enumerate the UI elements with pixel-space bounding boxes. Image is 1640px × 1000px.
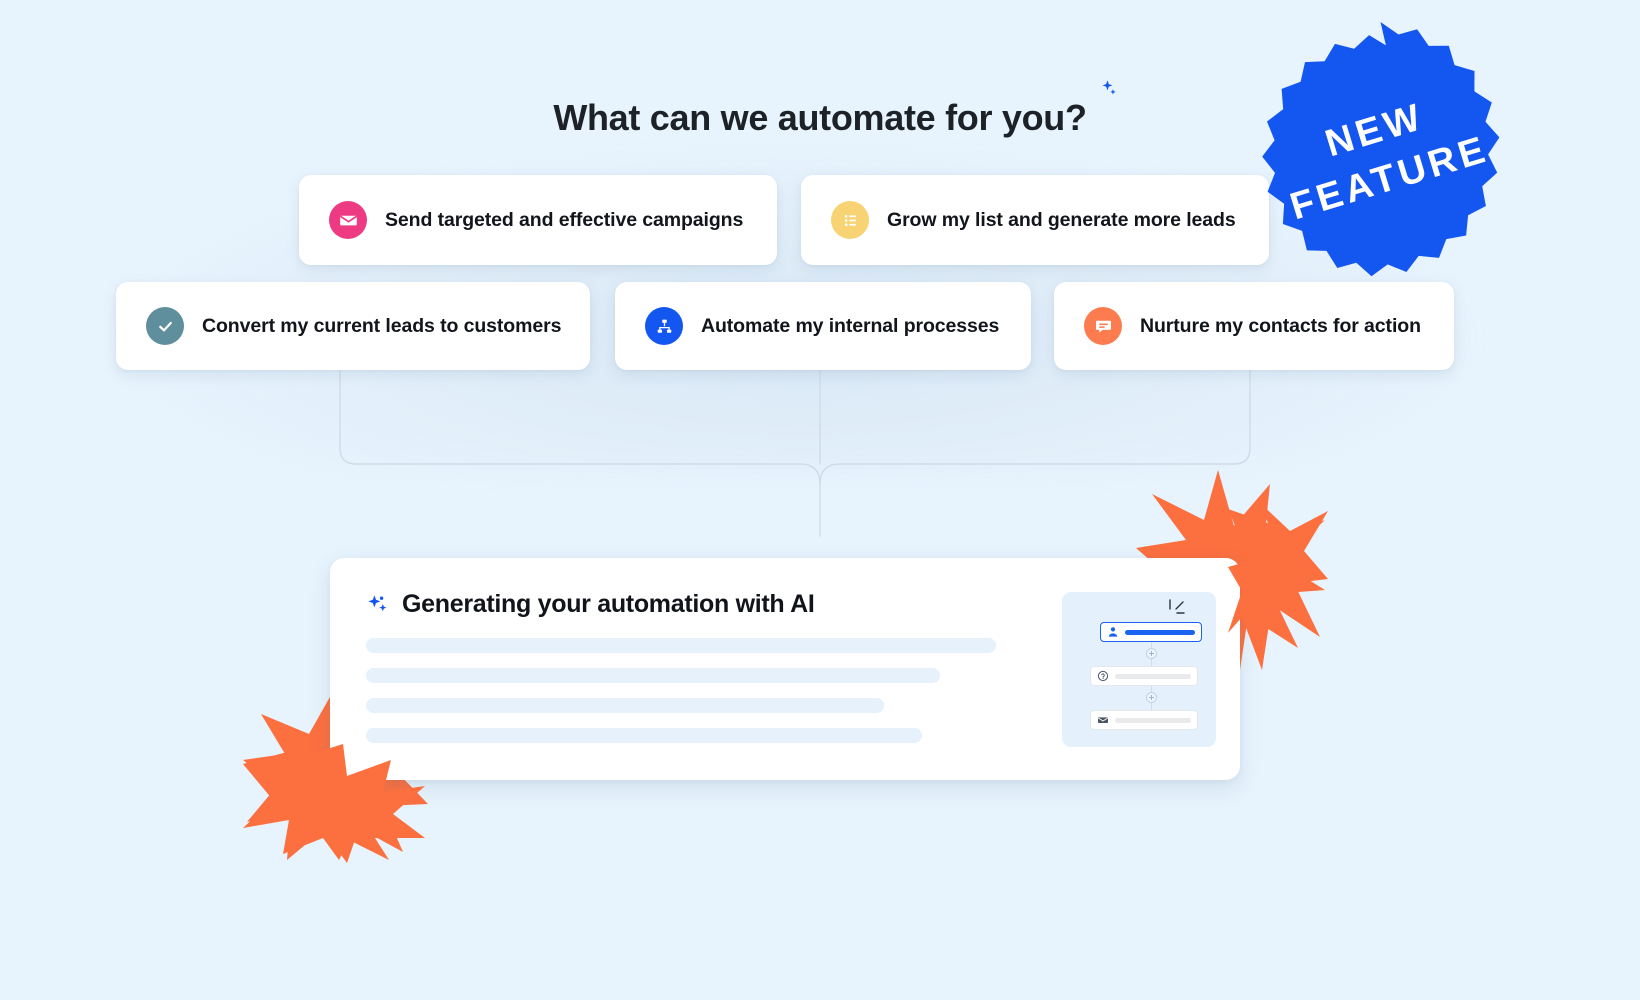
- sitemap-icon: [645, 307, 683, 345]
- workflow-preview-panel: [1062, 592, 1216, 747]
- skeleton-bar: [366, 728, 922, 743]
- page-title-text: What can we automate for you?: [553, 97, 1087, 138]
- page-title-container: What can we automate for you?: [0, 80, 1640, 138]
- workflow-node-condition[interactable]: [1090, 666, 1198, 686]
- plus-circle-icon[interactable]: [1145, 648, 1157, 659]
- workflow-node-bar: [1115, 673, 1191, 679]
- skeleton-loader: [366, 638, 996, 758]
- plus-circle-icon[interactable]: [1145, 692, 1157, 703]
- page-title: What can we automate for you?: [553, 80, 1116, 138]
- generating-card-header: Generating your automation with AI: [366, 590, 815, 619]
- new-feature-badge[interactable]: NEW FEATURE: [1243, 22, 1518, 290]
- option-card-send-campaigns[interactable]: Send targeted and effective campaigns: [299, 175, 777, 265]
- skeleton-bar: [366, 698, 884, 713]
- option-card-automate-processes[interactable]: Automate my internal processes: [615, 282, 1031, 370]
- option-label: Send targeted and effective campaigns: [385, 208, 744, 231]
- workflow-node-email[interactable]: [1090, 710, 1198, 730]
- option-label: Grow my list and generate more leads: [887, 208, 1236, 231]
- mail-box-icon: [1098, 717, 1108, 723]
- option-card-nurture-contacts[interactable]: Nurture my contacts for action: [1054, 282, 1454, 370]
- sparkle-icon: [368, 594, 387, 611]
- check-circle-icon: [146, 307, 184, 345]
- option-card-convert-leads[interactable]: Convert my current leads to customers: [116, 282, 590, 370]
- person-icon: [1108, 627, 1118, 637]
- question-circle-icon: [1097, 670, 1109, 682]
- option-label: Nurture my contacts for action: [1140, 314, 1421, 337]
- starburst-right-front: [1228, 505, 1328, 670]
- generating-card-title: Generating your automation with AI: [402, 590, 815, 618]
- option-label: Convert my current leads to customers: [202, 314, 562, 337]
- list-icon: [831, 201, 869, 239]
- workflow-node-contact[interactable]: [1100, 622, 1202, 642]
- envelope-icon: [329, 201, 367, 239]
- cursor-icon: [1169, 599, 1185, 614]
- skeleton-bar: [366, 638, 996, 653]
- chat-bubble-icon: [1084, 307, 1122, 345]
- connector-lines: [339, 368, 1251, 537]
- workflow-node-bar: [1115, 717, 1191, 723]
- option-card-grow-list[interactable]: Grow my list and generate more leads: [801, 175, 1269, 265]
- sparkle-icon: [1102, 80, 1116, 95]
- option-label: Automate my internal processes: [701, 314, 1000, 337]
- skeleton-bar: [366, 668, 940, 683]
- workflow-node-bar: [1125, 629, 1195, 635]
